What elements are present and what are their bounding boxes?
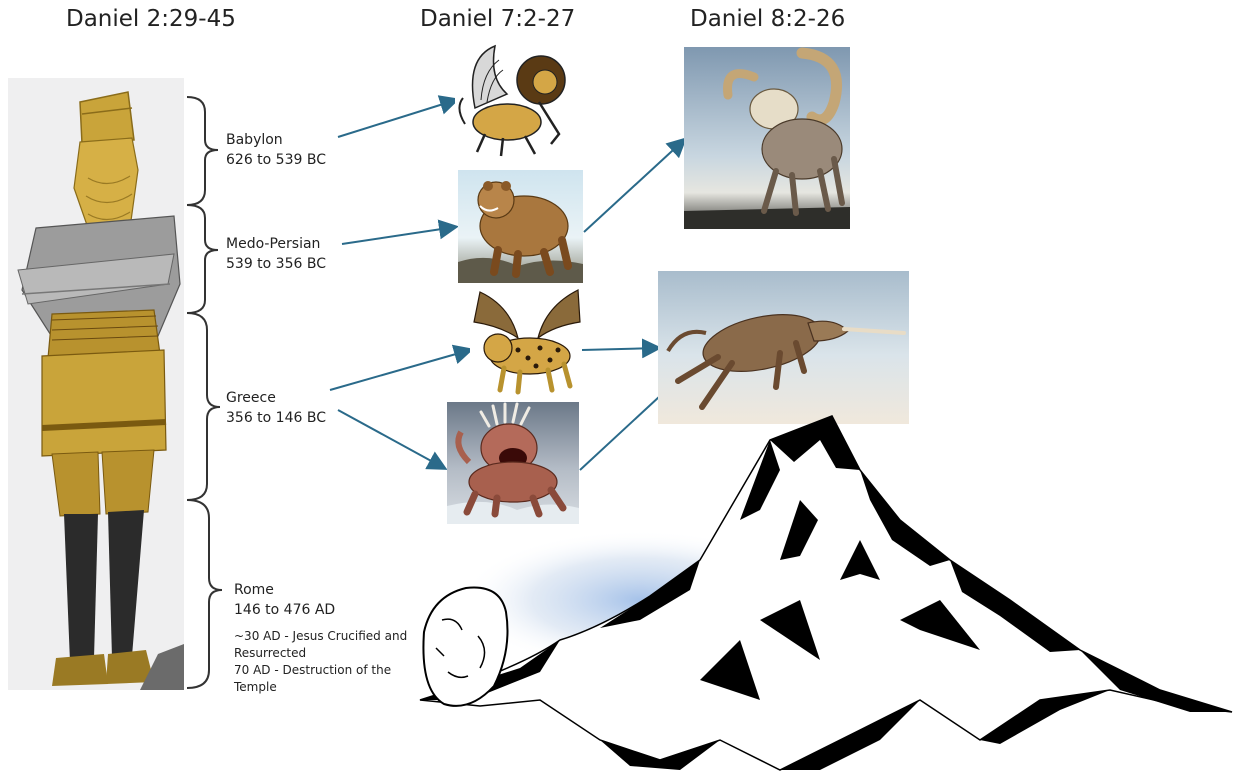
diagram-canvas: { "headings": { "daniel2": "Daniel 2:29-… (0, 0, 1233, 784)
mountain-image (0, 0, 1233, 784)
